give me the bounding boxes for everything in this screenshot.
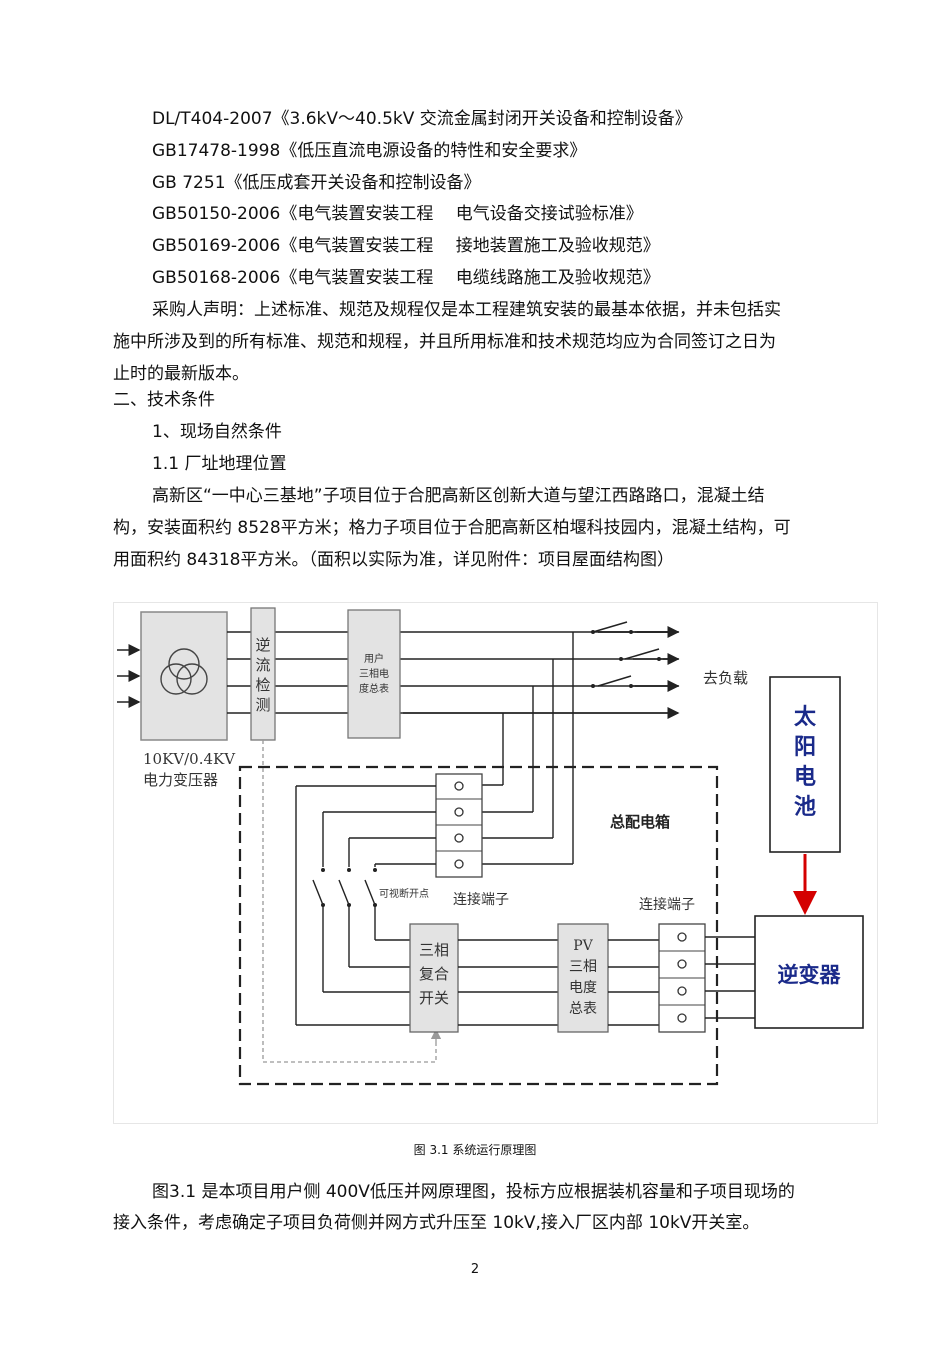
standard-line-5: GB50169-2006《电气装置安装工程 接地装置施工及验收规范》	[152, 236, 660, 256]
svg-text:三相电: 三相电	[359, 667, 389, 680]
after-para-line-2: 接入条件，考虑确定子项目负荷侧并网方式升压至 10kV,接入厂区内部 10kV开…	[113, 1213, 760, 1233]
standard-line-4: GB50150-2006《电气装置安装工程 电气设备交接试验标准》	[152, 204, 643, 224]
svg-text:池: 池	[794, 794, 816, 820]
section-title: 二、技术条件	[113, 390, 215, 410]
svg-text:太: 太	[794, 704, 817, 730]
user-meter: 用户 三相电 度总表	[347, 609, 401, 739]
svg-text:电: 电	[794, 764, 816, 790]
main-box-label: 总配电箱	[610, 813, 670, 831]
svg-text:PV: PV	[573, 938, 593, 954]
declaration-line-2: 施中所涉及到的所有标准、规范和规程，并且所用标准和技术规范均应为合同签订之日为	[113, 332, 776, 352]
page-number: 2	[470, 1262, 480, 1277]
compound-switch: 三相 复合 开关	[409, 923, 459, 1033]
switch-feed-lines	[295, 785, 436, 1025]
system-diagram: 逆 流 检 测 用户 三相电 度总表 去负载 10KV/0.4KV 电力变压器 …	[113, 602, 878, 1124]
subsection-title-1: 1、现场自然条件	[152, 422, 282, 442]
svg-text:逆: 逆	[255, 636, 270, 654]
standard-line-2: GB17478-1998《低压直流电源设备的特性和安全要求》	[152, 141, 587, 161]
solar-panel: 太 阳 电 池	[769, 676, 841, 853]
svg-text:流: 流	[255, 656, 270, 674]
standard-line-3: GB 7251《低压成套开关设备和控制设备》	[152, 173, 481, 193]
svg-text:总表: 总表	[569, 1001, 597, 1017]
standard-line-6: GB50168-2006《电气装置安装工程 电缆线路施工及验收规范》	[152, 268, 660, 288]
svg-text:逆变器: 逆变器	[778, 962, 842, 987]
subsection-title-1-1: 1.1 厂址地理位置	[152, 454, 287, 474]
svg-text:开关: 开关	[419, 989, 449, 1007]
location-line-1: 高新区“一中心三基地”子项目位于合肥高新区创新大道与望江西路路口，混凝土结	[152, 486, 765, 506]
figure-caption: 图 3.1 系统运行原理图	[413, 1143, 537, 1157]
declaration-line-1: 采购人声明：上述标准、规范及规程仅是本工程建筑安装的最基本依据，并未包括实	[152, 300, 781, 320]
transformer-label-1: 10KV/0.4KV	[143, 750, 236, 768]
svg-text:电度: 电度	[569, 980, 597, 996]
svg-text:度总表: 度总表	[359, 682, 389, 695]
location-line-3: 用面积约 84318平方米。（面积以实际为准，详见附件：项目屋面结构图）	[113, 550, 674, 570]
terminal-label-right: 连接端子	[639, 896, 695, 913]
main-distribution-box	[238, 765, 719, 1086]
location-line-2: 构，安装面积约 8528平方米；格力子项目位于合肥高新区柏堰科技园内，混凝土结构…	[113, 518, 791, 538]
transformer	[140, 611, 228, 741]
pv-meter: PV 三相 电度 总表	[557, 923, 609, 1033]
declaration-line-3: 止时的最新版本。	[113, 364, 249, 384]
feedback-dotted-line	[262, 740, 437, 1063]
transformer-label-2: 电力变压器	[143, 771, 218, 789]
inverter: 逆变器	[754, 915, 864, 1029]
tap-lines	[482, 632, 574, 865]
incoming-lines	[117, 644, 141, 708]
backflow-detector: 逆 流 检 测	[250, 607, 276, 741]
svg-text:三相: 三相	[569, 959, 597, 975]
standard-line-1: DL/T404-2007《3.6kV～40.5kV 交流金属封闭开关设备和控制设…	[152, 109, 692, 129]
terminal-block-right	[658, 923, 706, 1033]
terminal-label-top: 连接端子	[453, 891, 509, 908]
svg-text:复合: 复合	[419, 965, 449, 983]
terminal-block-top	[435, 773, 483, 878]
svg-text:检: 检	[255, 676, 270, 694]
svg-text:测: 测	[255, 696, 270, 714]
load-switches	[403, 621, 680, 719]
svg-text:三相: 三相	[419, 941, 449, 959]
after-para-line-1: 图3.1 是本项目用户侧 400V低压并网原理图，投标方应根据装机容量和子项目现…	[152, 1182, 795, 1202]
to-load-label: 去负载	[703, 669, 748, 687]
svg-text:用户: 用户	[364, 652, 384, 665]
svg-text:阳: 阳	[794, 734, 816, 760]
breakpoint-label: 可视断开点	[379, 887, 429, 900]
